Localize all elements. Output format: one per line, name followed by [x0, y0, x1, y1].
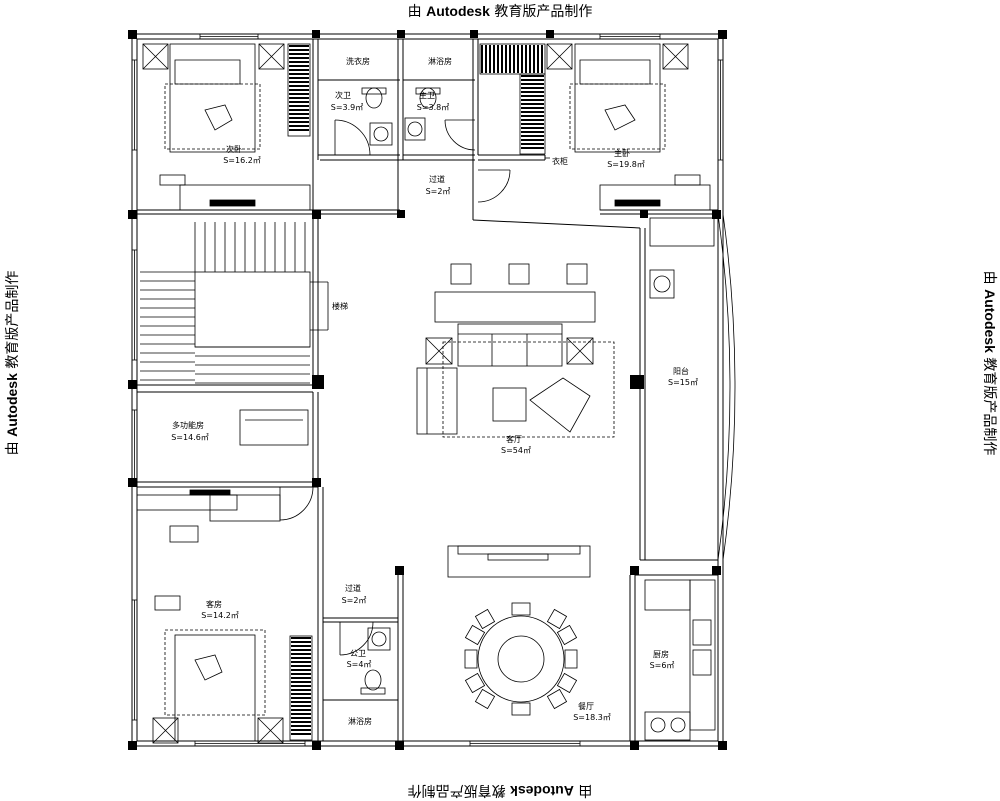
area-dining: S=18.3㎡: [573, 713, 611, 722]
master-bedroom-furniture: [479, 43, 711, 211]
label-kitchen: 厨房: [653, 649, 669, 659]
second-bedroom-furniture: [142, 43, 311, 211]
outer-walls: [131, 33, 724, 747]
label-second-bedroom: 次卧: [226, 144, 242, 154]
area-public-bath: S=4㎡: [347, 660, 372, 669]
area-corridor-top: S=2㎡: [426, 187, 451, 196]
area-bath-second: S=3.9㎡: [331, 103, 364, 112]
label-shower-master: 淋浴房: [428, 56, 452, 66]
area-bath-master: S=3.8㎡: [417, 103, 450, 112]
label-corridor-bottom: 过道: [345, 583, 361, 593]
label-balcony: 阳台: [673, 366, 689, 376]
interior-walls: [137, 39, 718, 741]
label-shower-public: 淋浴房: [348, 716, 372, 726]
label-multi-room: 多功能房: [172, 420, 204, 430]
balcony-fixtures: [649, 213, 736, 561]
doors: [279, 119, 511, 656]
label-living: 客厅: [506, 434, 522, 444]
guest-room-furniture: [136, 489, 391, 744]
watermark-suffix: 教育版产品制作: [489, 4, 593, 20]
label-closet: 衣柜: [552, 156, 568, 166]
label-bath-master: 主卫: [419, 90, 435, 100]
watermark-brand: Autodesk: [426, 3, 490, 19]
kitchen-fixtures: [644, 579, 716, 741]
room-labels: 次卧 S=16.2㎡ 洗衣房 次卫 S=3.9㎡ 淋浴房 主卫 S=3.8㎡ 衣…: [171, 56, 698, 726]
area-living: S=54㎡: [501, 446, 531, 455]
area-second-bedroom: S=16.2㎡: [223, 156, 261, 165]
label-bath-second: 次卫: [335, 90, 351, 100]
label-dining: 餐厅: [578, 702, 594, 711]
area-guest-room: S=14.2㎡: [201, 611, 239, 620]
label-laundry: 洗衣房: [346, 56, 370, 66]
label-stair: 楼梯: [332, 301, 348, 311]
area-multi-room: S=14.6㎡: [171, 433, 209, 442]
watermark-prefix: 由: [407, 4, 427, 20]
area-balcony: S=15㎡: [668, 378, 698, 387]
staircase: [194, 271, 329, 348]
area-corridor-bottom: S=2㎡: [342, 596, 367, 605]
watermark-top: 由 Autodesk 教育版产品制作: [0, 1, 1000, 21]
columns: [128, 30, 727, 750]
label-corridor-top: 过道: [429, 174, 445, 184]
bathroom-fixtures: [361, 87, 441, 146]
area-kitchen: S=6㎡: [650, 661, 675, 670]
dining-table: [464, 602, 578, 716]
multi-room-furniture: [169, 409, 309, 543]
windows: [131, 33, 724, 747]
living-room-furniture: [416, 263, 615, 578]
area-master-bedroom: S=19.8㎡: [607, 160, 645, 169]
label-master-bedroom: 主卧: [614, 148, 630, 158]
label-public-bath: 公卫: [350, 649, 366, 658]
label-guest-room: 客房: [206, 599, 222, 609]
